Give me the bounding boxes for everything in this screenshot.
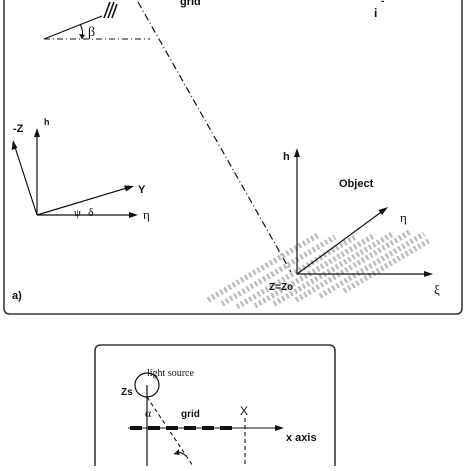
source-stroke-2: [107, 1, 115, 19]
object-title: Object: [339, 178, 374, 190]
object-eta-label: η: [400, 210, 407, 225]
object-eta-arrowhead: [378, 207, 388, 215]
object-xi-label: ξ: [434, 282, 440, 297]
object-h-arrowhead: [294, 148, 300, 157]
panel-b-frame: [94, 344, 336, 466]
hatch-stripe: [294, 229, 412, 303]
x-axis-arrowhead: [275, 425, 284, 431]
object-h-label: h: [283, 151, 290, 163]
neg-z-arrowhead: [11, 140, 18, 150]
panel-b: light source Zs x axis α grid X: [94, 344, 336, 466]
x-label: X: [240, 404, 248, 418]
neg-z-axis: [13, 143, 38, 216]
y-axis: [36, 186, 131, 216]
y-label: Y: [138, 184, 146, 196]
mark-top: -: [381, 0, 384, 7]
grid-label-b: grid: [181, 409, 200, 420]
object-z-label: Z=Zo: [269, 282, 293, 293]
eta-arrowhead: [129, 212, 138, 218]
left-axes: h -Z Y η ψ δ: [11, 117, 150, 222]
neg-z-label: -Z: [13, 123, 24, 135]
eta-label-left: η: [143, 207, 150, 222]
zs-label: Zs: [121, 387, 133, 398]
psi-label: ψ: [74, 207, 81, 219]
x-axis-label: x axis: [286, 432, 317, 444]
hatch-stripe: [253, 232, 377, 309]
object-axes: h η ξ Object Z=Zo: [269, 148, 440, 297]
h-label-left: h: [44, 117, 50, 127]
beta-arrowhead: [79, 34, 85, 39]
light-source-label: light source: [147, 368, 194, 379]
alpha-arrowhead: [174, 449, 180, 455]
object-eta-axis: [296, 209, 385, 275]
hatch-stripe: [318, 231, 426, 299]
panel-a: β grid i - h -Z Y η ψ δ: [3, 0, 463, 315]
i-label-top: i: [374, 6, 377, 20]
h-arrowhead: [34, 128, 40, 137]
object-xi-arrowhead: [424, 271, 433, 277]
delta-label: δ: [88, 205, 94, 219]
projection-line: [137, 1, 292, 273]
object-hatching: [206, 229, 432, 310]
hatch-stripe: [272, 230, 396, 307]
alpha-label: α: [145, 406, 152, 420]
y-arrowhead: [124, 185, 134, 192]
source-stroke-3: [111, 3, 118, 19]
beta-label: β: [88, 25, 95, 40]
panel-a-frame: [3, 0, 463, 315]
top-fragment: β grid i -: [43, 0, 384, 40]
hatch-stripe: [206, 232, 320, 303]
beta-ray: [43, 15, 103, 40]
hatch-stripe: [342, 237, 432, 294]
panel-a-label: a): [12, 290, 22, 302]
grid-label-top: grid: [180, 0, 201, 8]
hatch-stripe: [235, 234, 357, 310]
source-stroke-1: [103, 1, 111, 19]
